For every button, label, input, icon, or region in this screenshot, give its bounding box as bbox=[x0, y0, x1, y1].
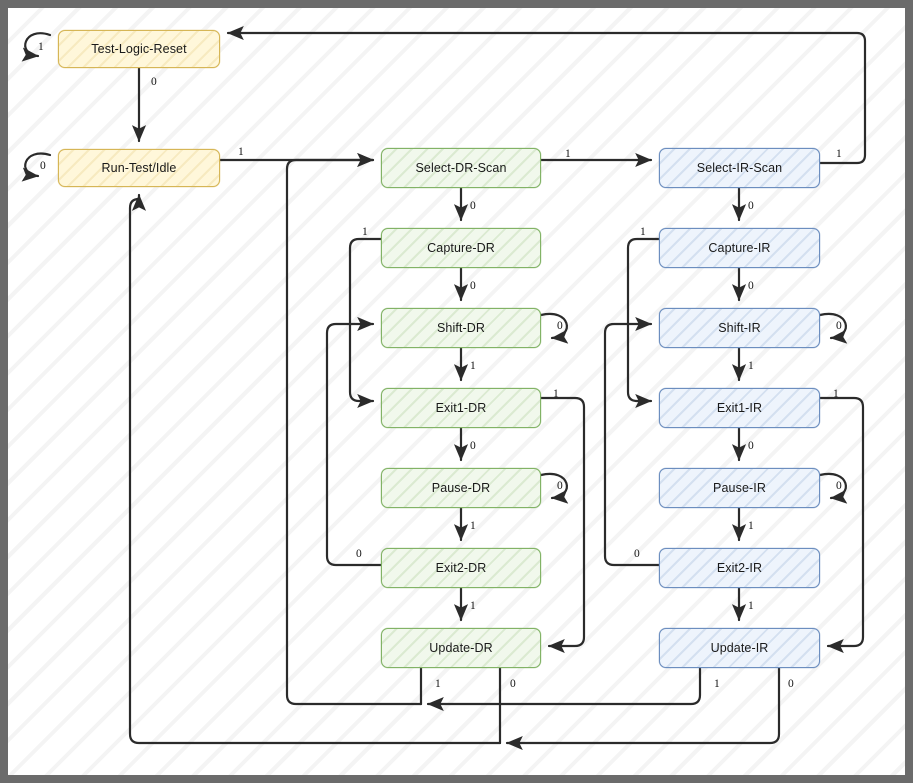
edge-uir-sds bbox=[426, 666, 702, 712]
edge-label: 0 bbox=[470, 200, 476, 212]
state-node-capture-dr[interactable]: Capture-DR bbox=[381, 228, 541, 268]
state-node-shift-ir[interactable]: Shift-IR bbox=[659, 308, 820, 348]
edge-label: 1 bbox=[470, 360, 476, 372]
state-node-update-dr[interactable]: Update-DR bbox=[381, 628, 541, 668]
state-label: Update-IR bbox=[710, 641, 769, 655]
edge-label: 1 bbox=[714, 678, 720, 690]
edge-cir-e1ir bbox=[626, 237, 661, 409]
edge-sdr-self bbox=[539, 312, 569, 344]
state-label: Pause-DR bbox=[431, 481, 491, 495]
state-node-shift-dr[interactable]: Shift-DR bbox=[381, 308, 541, 348]
edge-label: 1 bbox=[470, 600, 476, 612]
edge-label: 0 bbox=[557, 480, 563, 492]
edge-udr-sds-rail bbox=[285, 152, 423, 706]
state-node-exit2-ir[interactable]: Exit2-IR bbox=[659, 548, 820, 588]
edge-label: 0 bbox=[510, 678, 516, 690]
edge-label: 1 bbox=[553, 388, 559, 400]
state-label: Shift-IR bbox=[718, 321, 761, 335]
edge-label: 1 bbox=[362, 226, 368, 238]
edge-label: 1 bbox=[435, 678, 441, 690]
edge-udr-rti-rail bbox=[128, 193, 502, 745]
edge-label: 1 bbox=[748, 360, 754, 372]
edge-e1ir-uir bbox=[818, 396, 865, 654]
state-node-update-ir[interactable]: Update-IR bbox=[659, 628, 820, 668]
edge-e2dr-sdr bbox=[325, 316, 383, 567]
state-label: Exit2-IR bbox=[716, 561, 763, 575]
edge-label: 0 bbox=[470, 280, 476, 292]
edge-label: 1 bbox=[38, 41, 44, 53]
edge-tlr-self bbox=[21, 32, 52, 62]
edge-label: 0 bbox=[356, 548, 362, 560]
state-node-select-ir-scan[interactable]: Select-IR-Scan bbox=[659, 148, 820, 188]
state-node-pause-ir[interactable]: Pause-IR bbox=[659, 468, 820, 508]
edge-label: 0 bbox=[40, 160, 46, 172]
edge-label: 1 bbox=[640, 226, 646, 238]
state-node-run-test-idle[interactable]: Run-Test/Idle bbox=[58, 149, 220, 187]
state-label: Select-IR-Scan bbox=[696, 161, 783, 175]
state-label: Test-Logic-Reset bbox=[91, 42, 187, 56]
state-label: Shift-DR bbox=[436, 321, 486, 335]
edge-pir-self bbox=[818, 472, 848, 504]
state-label: Run-Test/Idle bbox=[101, 161, 177, 175]
edge-label: 1 bbox=[238, 146, 244, 158]
edge-label: 0 bbox=[748, 440, 754, 452]
edge-pdr-self bbox=[539, 472, 569, 504]
edge-label: 0 bbox=[557, 320, 563, 332]
edge-label: 0 bbox=[836, 320, 842, 332]
state-label: Exit1-IR bbox=[716, 401, 763, 415]
state-node-exit1-dr[interactable]: Exit1-DR bbox=[381, 388, 541, 428]
edge-label: 1 bbox=[748, 520, 754, 532]
edge-label: 0 bbox=[634, 548, 640, 560]
state-label: Capture-DR bbox=[427, 241, 495, 255]
state-label: Pause-IR bbox=[713, 481, 766, 495]
edge-label: 0 bbox=[788, 678, 794, 690]
edge-cdr-e1dr bbox=[348, 237, 383, 409]
edge-label: 0 bbox=[748, 280, 754, 292]
state-label: Exit2-DR bbox=[435, 561, 487, 575]
state-node-exit2-dr[interactable]: Exit2-DR bbox=[381, 548, 541, 588]
edge-label: 0 bbox=[836, 480, 842, 492]
state-node-select-dr-scan[interactable]: Select-DR-Scan bbox=[381, 148, 541, 188]
edge-label: 1 bbox=[470, 520, 476, 532]
edge-e1dr-udr bbox=[539, 396, 586, 654]
edge-uir-rti bbox=[505, 666, 781, 751]
state-label: Exit1-DR bbox=[435, 401, 487, 415]
edge-sis-tlr bbox=[226, 25, 867, 165]
state-node-test-logic-reset[interactable]: Test-Logic-Reset bbox=[58, 30, 220, 68]
edge-label: 1 bbox=[836, 148, 842, 160]
edge-label: 0 bbox=[470, 440, 476, 452]
edge-label: 1 bbox=[833, 388, 839, 400]
state-node-pause-dr[interactable]: Pause-DR bbox=[381, 468, 541, 508]
state-label: Update-DR bbox=[429, 641, 493, 655]
edge-label: 1 bbox=[748, 600, 754, 612]
edge-sir-self bbox=[818, 312, 848, 344]
edge-e2ir-sir bbox=[603, 316, 661, 567]
edge-rti-self bbox=[21, 152, 52, 182]
state-node-capture-ir[interactable]: Capture-IR bbox=[659, 228, 820, 268]
edge-label: 1 bbox=[565, 148, 571, 160]
edge-label: 0 bbox=[748, 200, 754, 212]
state-label: Capture-IR bbox=[708, 241, 771, 255]
state-node-exit1-ir[interactable]: Exit1-IR bbox=[659, 388, 820, 428]
state-label: Select-DR-Scan bbox=[415, 161, 507, 175]
edge-label: 0 bbox=[151, 76, 157, 88]
